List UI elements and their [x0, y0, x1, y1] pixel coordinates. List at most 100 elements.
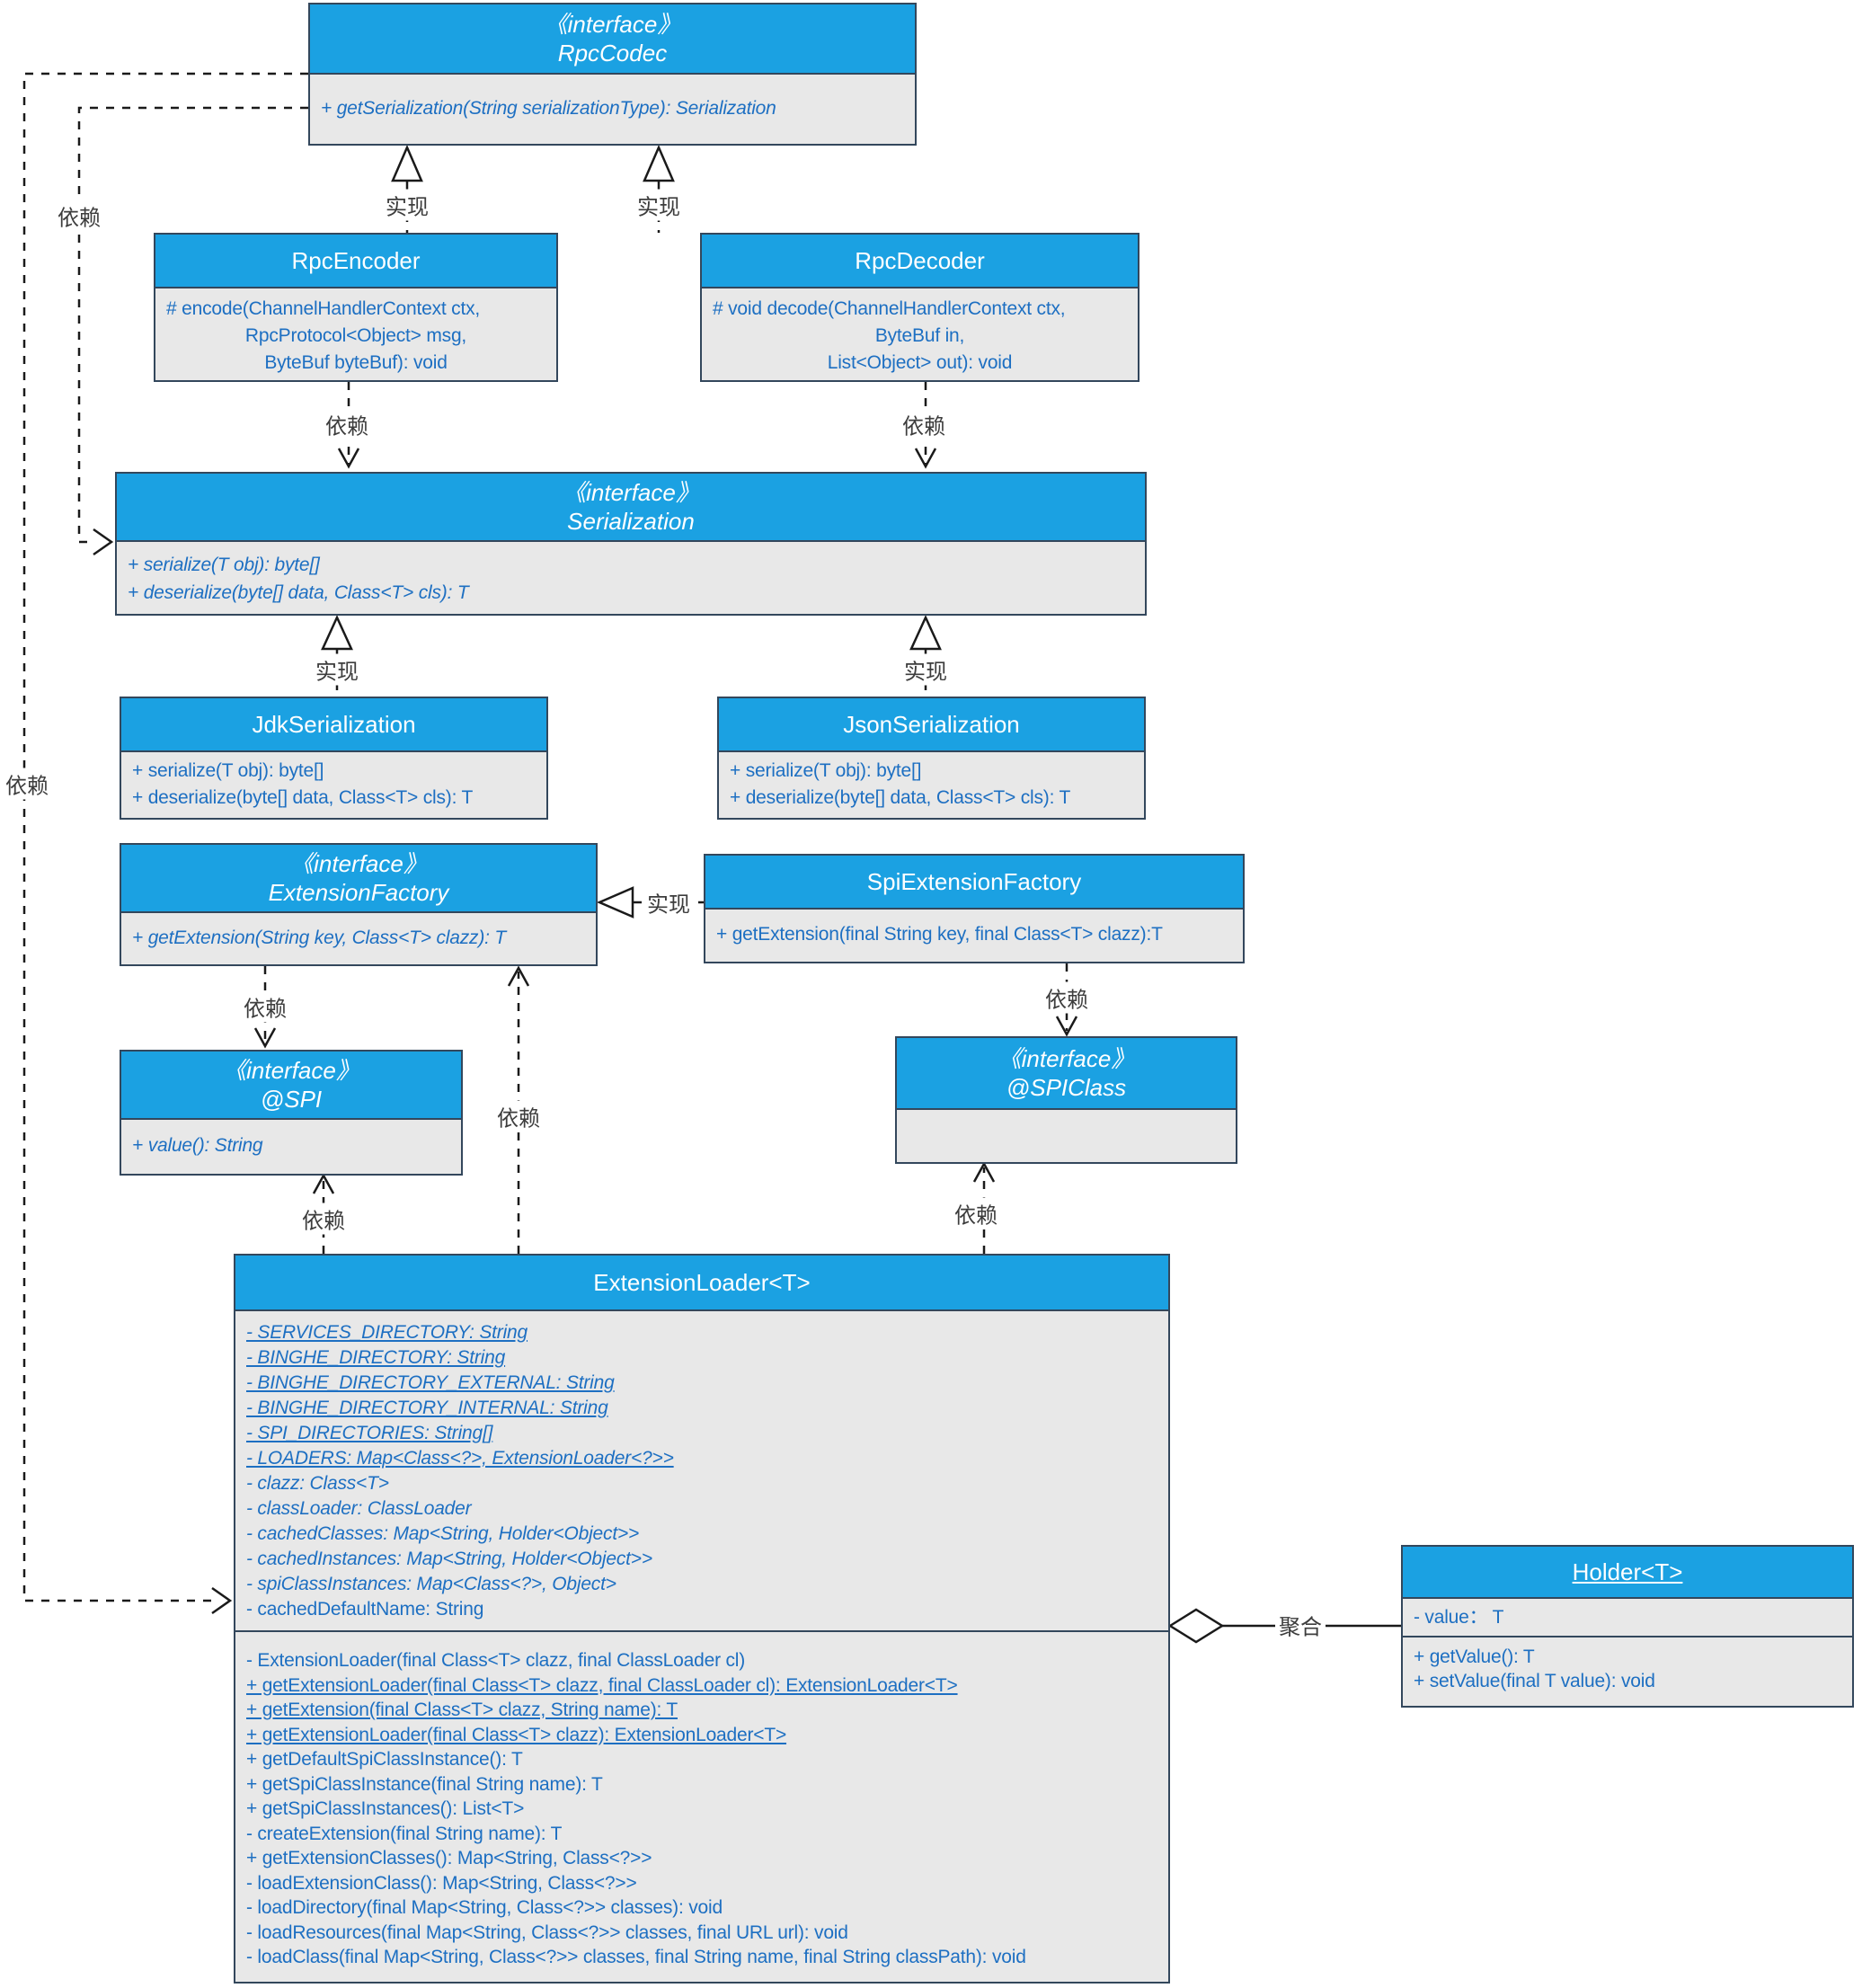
member-line: - clazz: Class<T>	[246, 1473, 389, 1494]
connector-label: 实现	[900, 653, 951, 686]
class-name: JdkSerialization	[252, 711, 416, 738]
class-json-serialization: JsonSerialization + serialize(T obj): by…	[717, 697, 1146, 820]
member-line: - loadExtensionClass(): Map<String, Clas…	[246, 1872, 637, 1894]
dependency-arrow-icon	[337, 448, 360, 469]
member-line: - loadClass(final Map<String, Class<?>> …	[246, 1947, 1026, 1967]
member-line: # encode(ChannelHandlerContext ctx,	[166, 298, 481, 319]
member-line: + serialize(T obj): byte[]	[128, 555, 320, 575]
stereotype-label: 《interface》	[998, 1045, 1135, 1072]
member-line: + deserialize(byte[] data, Class<T> cls)…	[128, 582, 469, 603]
member-line: + getSerialization(String serializationT…	[321, 97, 776, 119]
dependency-arrow-icon	[914, 448, 937, 469]
class-serialization: 《interface》 Serialization + serialize(T …	[115, 472, 1147, 616]
realization-triangle-icon	[643, 144, 675, 182]
stereotype-label: 《interface》	[563, 479, 699, 506]
member-line: - value： T	[1414, 1607, 1504, 1628]
connector-label: 依赖	[240, 990, 290, 1023]
member-line: - cachedDefaultName: String	[246, 1599, 484, 1620]
realization-triangle-icon	[909, 614, 942, 651]
stereotype-label: 《interface》	[290, 850, 427, 877]
member-line: - SPI_DIRECTORIES: String[]	[246, 1423, 493, 1443]
member-list: + serialize(T obj): byte[] + deserialize(…	[121, 752, 546, 812]
class-name: RpcEncoder	[291, 247, 421, 274]
member-list: + getSerialization(String serializationT…	[310, 75, 915, 142]
member-line: + getSpiClassInstance(final String name)…	[246, 1773, 603, 1795]
member-list: # encode(ChannelHandlerContext ctx,RpcPr…	[155, 288, 556, 377]
member-line: - SERVICES_DIRECTORY: String	[246, 1322, 528, 1343]
connector-label: 依赖	[899, 408, 949, 440]
realization-triangle-icon	[391, 144, 423, 182]
connector-label: 实现	[634, 189, 684, 221]
connector-label: 实现	[643, 886, 694, 919]
member-line: ByteBuf byteBuf): void	[264, 352, 448, 373]
class-name: RpcDecoder	[855, 247, 985, 274]
member-line: + getExtension(final String key, final C…	[716, 924, 1163, 945]
class-name: ExtensionFactory	[268, 879, 449, 906]
dependency-arrow-icon	[253, 1027, 277, 1049]
connector-label: 依赖	[951, 1197, 1001, 1229]
dependency-arrow-icon	[972, 1161, 996, 1183]
member-line: + getExtension(final Class<T> clazz, Str…	[246, 1700, 678, 1720]
member-line: + getDefaultSpiClassInstance(): T	[246, 1749, 523, 1770]
member-line: + getExtensionLoader(final Class<T> claz…	[246, 1724, 787, 1745]
member-line: - cachedClasses: Map<String, Holder<Obje…	[246, 1523, 640, 1544]
connector-label: 依赖	[2, 768, 52, 800]
field-list: - SERVICES_DIRECTORY: String - BINGHE_DIR…	[235, 1311, 1168, 1630]
member-line: - spiClassInstances: Map<Class<?>, Objec…	[246, 1574, 616, 1594]
member-line: + serialize(T obj): byte[]	[132, 760, 324, 781]
dependency-arrow-icon	[93, 528, 114, 556]
realization-triangle-icon	[321, 614, 353, 651]
aggregation-diamond-icon	[1167, 1608, 1225, 1644]
connector-label: 聚合	[1275, 1609, 1326, 1641]
member-list: + getExtension(String key, Class<T> claz…	[121, 913, 596, 963]
dependency-arrow-icon	[312, 1173, 335, 1194]
member-line: - createExtension(final String name): T	[246, 1823, 563, 1844]
dependency-rpccodec-serialization	[77, 106, 308, 544]
dependency-arrow-icon	[211, 1586, 233, 1615]
member-line: + serialize(T obj): byte[]	[730, 760, 922, 781]
class-name: Serialization	[567, 508, 695, 535]
class-name: SpiExtensionFactory	[866, 868, 1082, 895]
stereotype-label: 《interface》	[544, 11, 681, 38]
member-list: + serialize(T obj): byte[] + deserialize(…	[719, 752, 1144, 812]
class-holder: Holder<T> - value： T + getValue(): T+ se…	[1401, 1545, 1854, 1708]
member-line: + value(): String	[132, 1135, 263, 1156]
realization-triangle-icon	[596, 886, 634, 919]
class-spi-extension-factory: SpiExtensionFactory + getExtension(final…	[704, 854, 1245, 963]
member-list: + value(): String	[121, 1120, 461, 1172]
class-name: ExtensionLoader<T>	[593, 1269, 811, 1296]
dependency-arrow-icon	[1055, 1016, 1078, 1037]
member-line: - ExtensionLoader(final Class<T> clazz, …	[246, 1650, 746, 1671]
connector-label: 依赖	[298, 1203, 349, 1235]
member-line: - loadResources(final Map<String, Class<…	[246, 1921, 848, 1943]
class-name: @SPIClass	[1006, 1074, 1127, 1101]
member-line: + deserialize(byte[] data, Class<T> cls)…	[132, 787, 474, 808]
method-list: - ExtensionLoader(final Class<T> clazz, …	[235, 1630, 1168, 1970]
member-line: - BINGHE_DIRECTORY_INTERNAL: String	[246, 1398, 608, 1418]
class-rpc-codec: 《interface》 RpcCodec + getSerialization(…	[308, 3, 917, 146]
member-line: + getExtension(String key, Class<T> claz…	[132, 927, 507, 948]
member-list: + serialize(T obj): byte[] + deserialize(…	[117, 542, 1145, 607]
member-list: # void decode(ChannelHandlerContext ctx,…	[702, 288, 1138, 377]
class-extension-factory: 《interface》 ExtensionFactory + getExtens…	[120, 843, 598, 966]
class-rpc-decoder: RpcDecoder # void decode(ChannelHandlerC…	[700, 233, 1139, 382]
stereotype-label: 《interface》	[223, 1057, 359, 1084]
member-line: + getExtensionClasses(): Map<String, Cla…	[246, 1848, 652, 1868]
class-jdk-serialization: JdkSerialization + serialize(T obj): byt…	[120, 697, 548, 820]
member-line: + deserialize(byte[] data, Class<T> cls)…	[730, 787, 1071, 808]
connector-label: 依赖	[54, 200, 104, 232]
member-line: - LOADERS: Map<Class<?>, ExtensionLoader…	[246, 1448, 674, 1469]
connector-label: 依赖	[322, 408, 372, 440]
member-line: + getSpiClassInstances(): List<T>	[246, 1798, 525, 1819]
member-line: + getValue(): T	[1414, 1646, 1535, 1667]
member-line: List<Object> out): void	[827, 352, 1013, 373]
member-line: - loadDirectory(final Map<String, Class<…	[246, 1897, 723, 1918]
field-list: - value： T	[1403, 1599, 1852, 1636]
member-line: + setValue(final T value): void	[1414, 1671, 1655, 1691]
member-line: + getExtensionLoader(final Class<T> claz…	[246, 1674, 958, 1696]
member-list: + getExtension(final String key, final C…	[705, 910, 1243, 960]
class-name: @SPI	[260, 1086, 323, 1113]
member-list	[897, 1110, 1236, 1160]
